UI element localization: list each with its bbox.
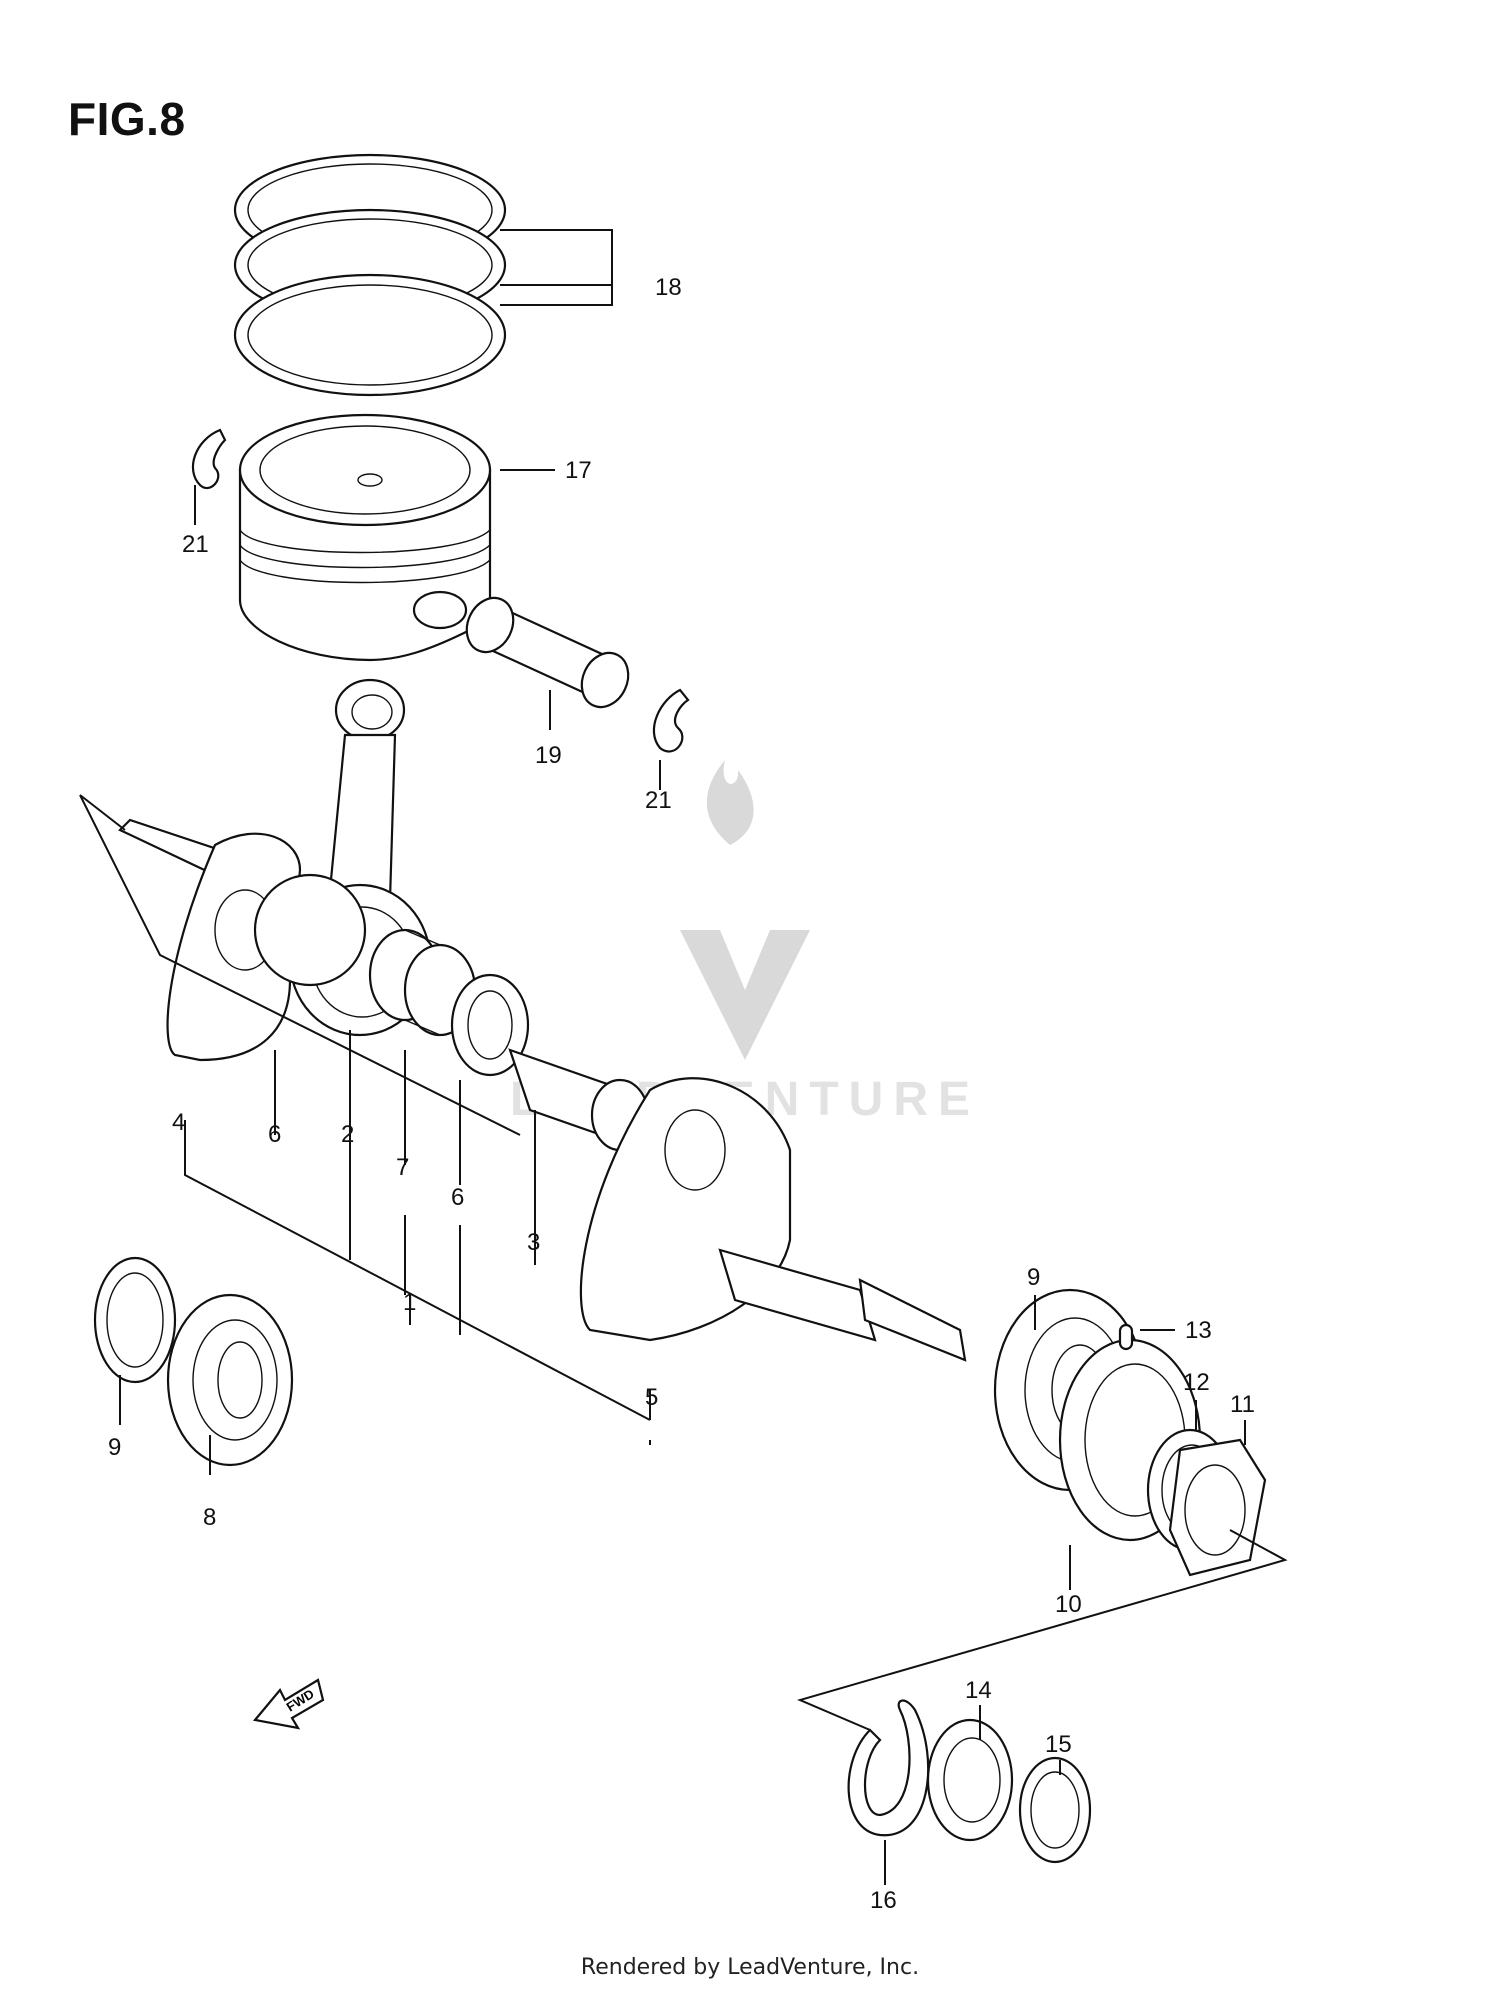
callout-10: 9: [108, 1434, 121, 1461]
figure-title: FIG.8: [68, 93, 186, 145]
callout-18: 17: [565, 457, 592, 484]
leadventure-watermark: LEADVENTURE: [510, 760, 970, 1126]
callout-1: 1: [403, 1289, 416, 1316]
piston: [238, 413, 492, 662]
oil-seal-bottom: [1018, 1756, 1092, 1864]
piston-rings: [233, 153, 507, 397]
crankshaft-left: [118, 818, 367, 1062]
callout-5: 5: [645, 1384, 658, 1411]
callout-15: 14: [965, 1677, 992, 1704]
callout-13: 12: [1183, 1369, 1210, 1396]
piston-pin: [465, 596, 630, 709]
callout-16: 15: [1045, 1731, 1072, 1758]
bearing-bottom: [926, 1718, 1014, 1842]
footer-credit: Rendered by LeadVenture, Inc.: [580, 1955, 920, 1980]
callout-6-left: 6: [268, 1121, 281, 1148]
callout-19: 18: [655, 274, 682, 301]
oil-seal-left: [93, 1256, 177, 1384]
callout-7: 7: [396, 1154, 409, 1181]
crankshaft-right: [579, 1077, 967, 1362]
callout-11: 10: [1055, 1591, 1082, 1618]
leader-lines: [79, 229, 1288, 1885]
callout-12: 11: [1230, 1391, 1255, 1418]
forward-arrow-icon: FWD: [252, 1678, 325, 1730]
callout-6-right: 6: [451, 1184, 464, 1211]
callout-labels: 18 17 21 19 21 4 6 2 7 6 3 1 5 9 8 9 13 …: [108, 274, 1255, 1914]
callout-20: 19: [535, 742, 562, 769]
callout-21-upper: 21: [182, 531, 209, 558]
callout-3: 3: [527, 1229, 540, 1256]
callout-9: 9: [1027, 1264, 1040, 1291]
nut: [1168, 1438, 1267, 1577]
callout-4: 4: [172, 1109, 185, 1136]
callout-8: 8: [203, 1504, 216, 1531]
key: [1118, 1323, 1134, 1351]
callout-21-lower: 21: [645, 787, 672, 814]
bearing-left: [166, 1293, 294, 1467]
circlip-lower: [652, 688, 690, 753]
callout-17: 16: [870, 1887, 897, 1914]
circlip-upper: [191, 428, 227, 490]
callout-14: 13: [1185, 1317, 1212, 1344]
circlip-bottom: [847, 1699, 930, 1837]
callout-2: 2: [341, 1121, 354, 1148]
